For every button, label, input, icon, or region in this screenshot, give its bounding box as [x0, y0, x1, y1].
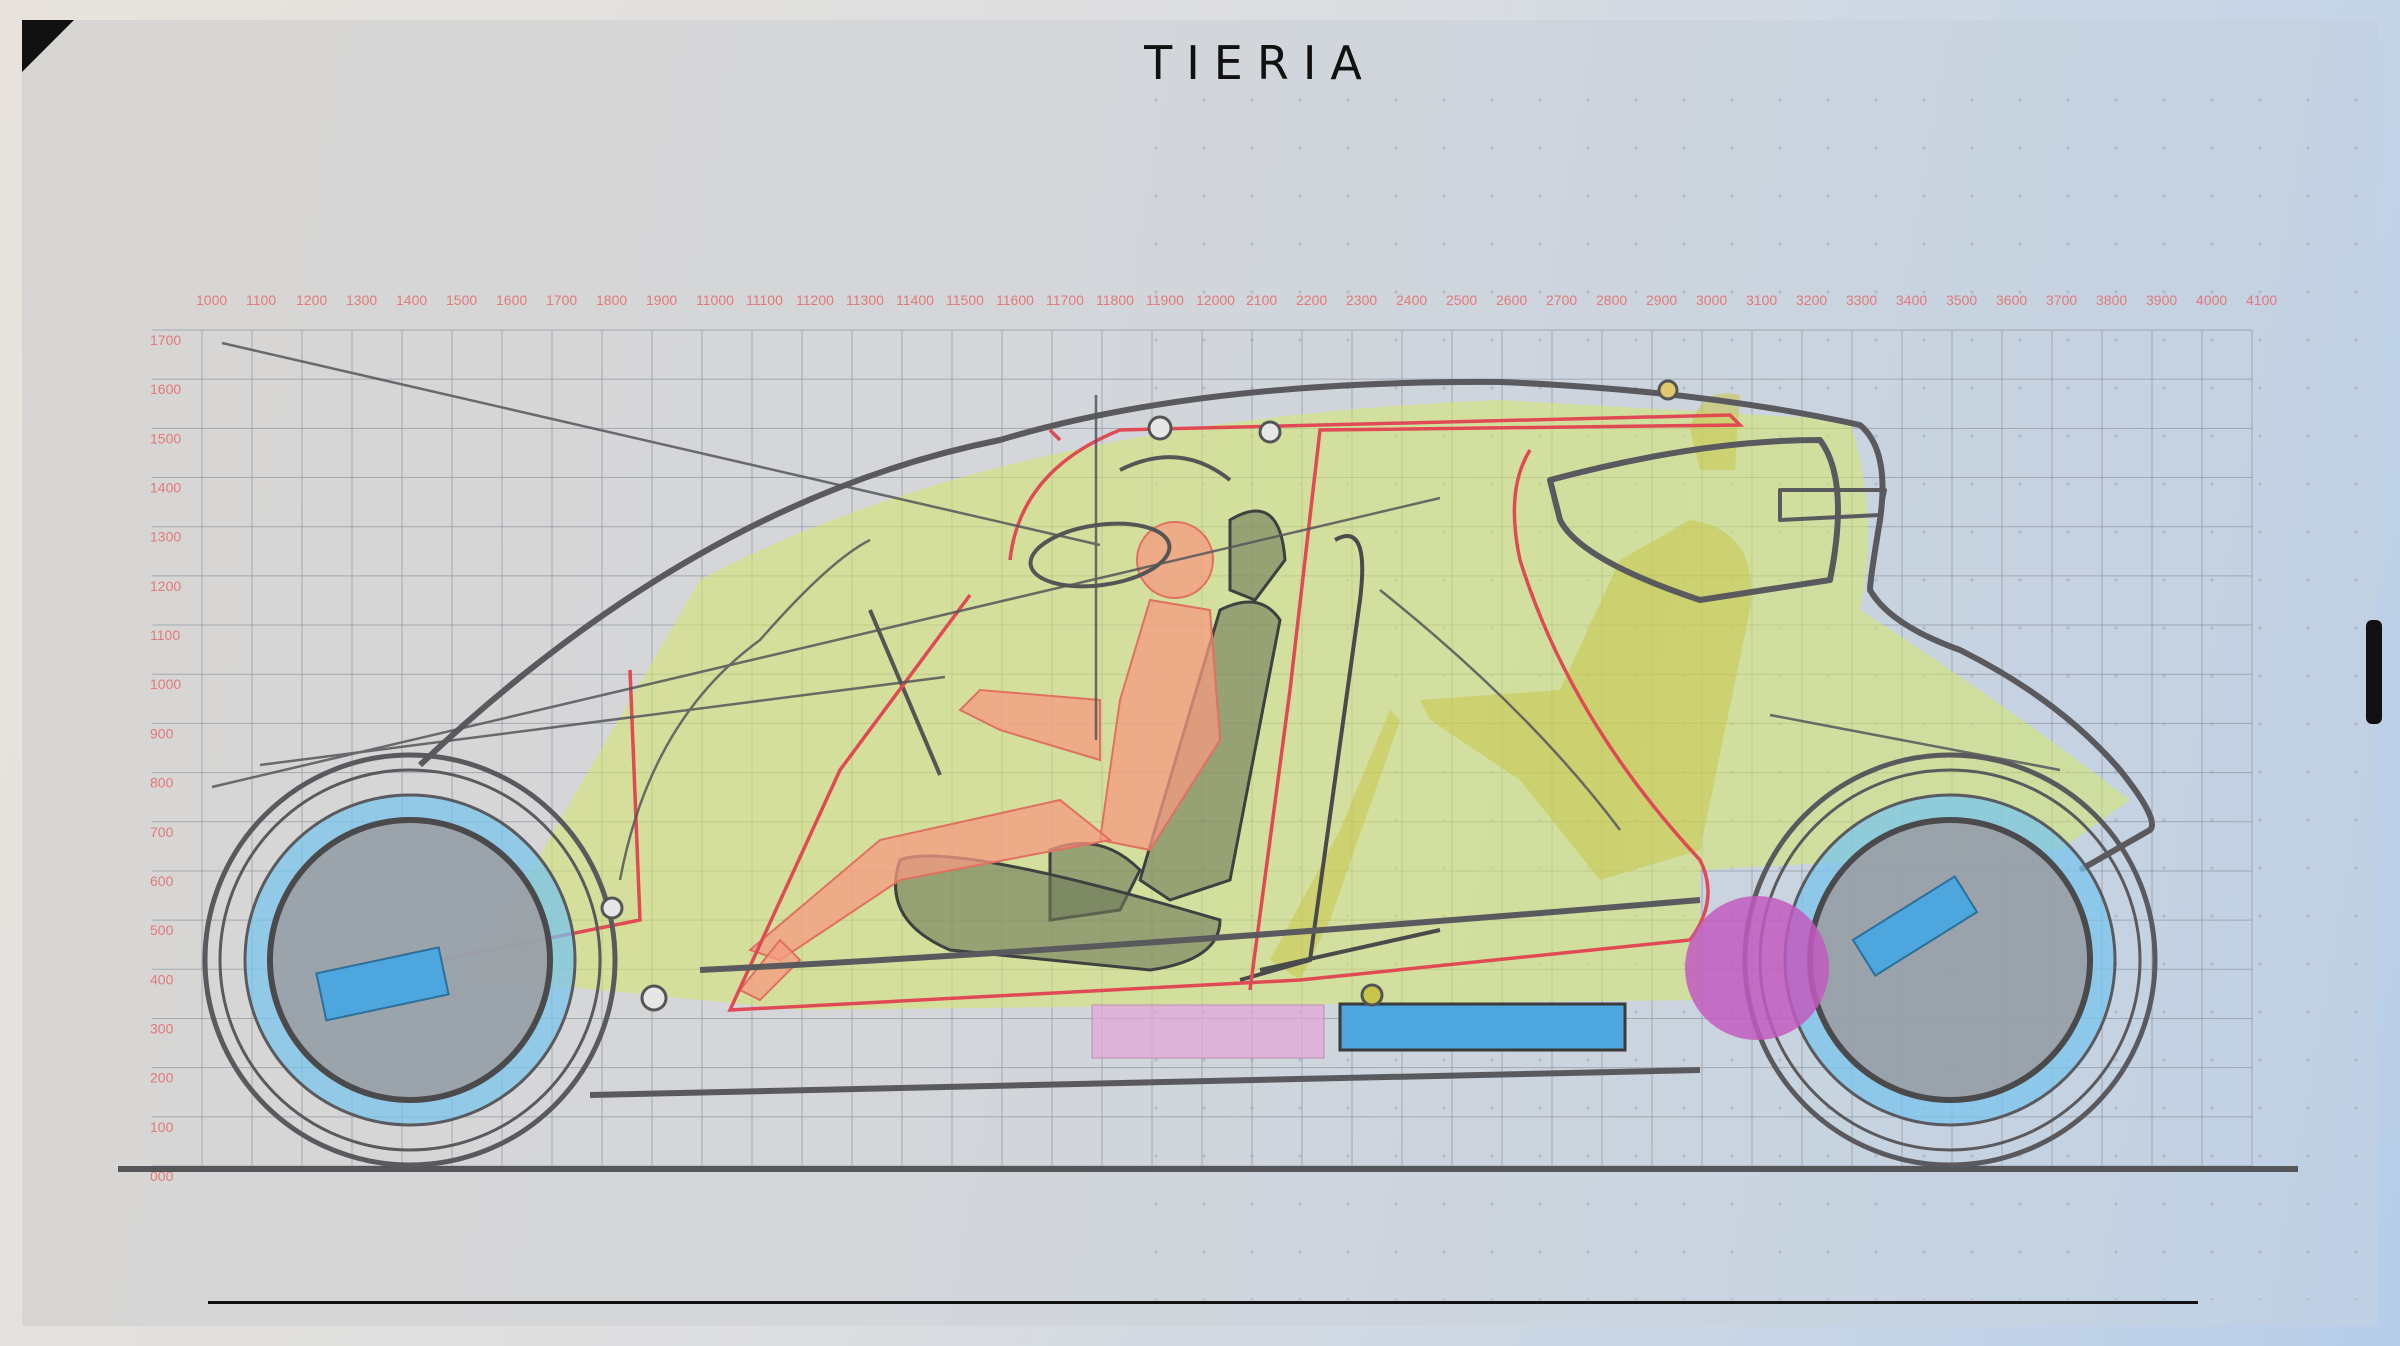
y-tick-label: 300: [150, 1020, 174, 1036]
x-tick-label: 3800: [2096, 292, 2127, 308]
x-tick-label: 3400: [1896, 292, 1927, 308]
rear-wheel: [1742, 752, 2158, 1168]
x-tick-label: 1200: [296, 292, 327, 308]
x-tick-label: 3600: [1996, 292, 2027, 308]
y-tick-label: 1500: [150, 430, 181, 446]
x-scale: 1000 1100 1200 1300 1400 1500 1600 1700 1800 1900…: [196, 292, 2277, 308]
bottom-rule: [208, 1301, 2198, 1304]
y-scale: 1700 1600 1500 1400 1300 1200 1100 1000 900 800 70…: [150, 332, 181, 1184]
storage-box: [1091, 1004, 1325, 1059]
y-tick-label: 1700: [150, 332, 181, 348]
x-tick-label: 1900: [646, 292, 677, 308]
x-tick-label: 1700: [546, 292, 577, 308]
x-tick-label: 2400: [1396, 292, 1427, 308]
y-tick-label: 200: [150, 1070, 174, 1086]
driver-manikin: [738, 521, 1222, 1002]
x-tick-label: 12000: [1196, 292, 1235, 308]
rear-motor: [1685, 896, 1829, 1040]
x-tick-label: 1500: [446, 292, 477, 308]
rear-seat: [1239, 534, 1441, 982]
x-tick-label: 11200: [796, 292, 834, 308]
x-tick-label: 4100: [2246, 292, 2277, 308]
y-tick-label: 1000: [150, 676, 181, 692]
x-tick-label: 3100: [1746, 292, 1777, 308]
rear-passenger: [1270, 393, 1752, 980]
x-tick-label: 1300: [346, 292, 377, 308]
x-tick-label: 1800: [596, 292, 627, 308]
x-tick-label: 11300: [846, 292, 884, 308]
y-tick-label: 1300: [150, 529, 181, 545]
x-tick-label: 11700: [1046, 292, 1084, 308]
x-tick-label: 11500: [946, 292, 984, 308]
y-tick-label: 500: [150, 922, 174, 938]
x-tick-label: 11100: [746, 292, 783, 308]
x-tick-label: 2100: [1246, 292, 1277, 308]
y-tick-label: 800: [150, 775, 174, 791]
y-tick-label: 1600: [150, 381, 181, 397]
x-tick-label: 3500: [1946, 292, 1977, 308]
x-tick-label: 2800: [1596, 292, 1627, 308]
x-tick-label: 11800: [1096, 292, 1134, 308]
x-tick-label: 2600: [1496, 292, 1527, 308]
x-tick-label: 1600: [496, 292, 527, 308]
x-tick-label: 2900: [1646, 292, 1677, 308]
y-tick-label: 100: [150, 1119, 174, 1135]
x-tick-label: 2500: [1446, 292, 1477, 308]
joint-markers: [600, 379, 1679, 1012]
corner-triangle-icon: [22, 20, 74, 72]
y-tick-label: 600: [150, 873, 174, 889]
x-tick-label: 1000: [196, 292, 227, 308]
x-tick-label: 3300: [1846, 292, 1877, 308]
x-tick-label: 2300: [1346, 292, 1377, 308]
x-tick-label: 2200: [1296, 292, 1327, 308]
x-tick-label: 11000: [696, 292, 734, 308]
sketch-lines: [211, 341, 2061, 881]
y-tick-label: 700: [150, 824, 174, 840]
front-wheel: [202, 752, 618, 1168]
x-tick-label: 3200: [1796, 292, 1827, 308]
x-tick-label: 4000: [2196, 292, 2227, 308]
x-tick-label: 3000: [1696, 292, 1727, 308]
y-tick-label: 1100: [150, 627, 180, 643]
battery-pack: [1338, 1002, 1627, 1052]
x-tick-label: 3700: [2046, 292, 2077, 308]
x-tick-label: 11900: [1146, 292, 1184, 308]
body-outline: [417, 378, 2155, 1098]
x-tick-label: 3900: [2146, 292, 2177, 308]
y-tick-label: 1400: [150, 480, 181, 496]
y-tick-label: 900: [150, 725, 174, 741]
x-tick-label: 1400: [396, 292, 427, 308]
x-tick-label: 1100: [246, 292, 276, 308]
y-tick-label: 400: [150, 971, 174, 987]
x-tick-label: 2700: [1546, 292, 1577, 308]
x-tick-label: 11600: [996, 292, 1034, 308]
x-tick-label: 11400: [896, 292, 934, 308]
y-tick-label: 1200: [150, 578, 181, 594]
scrollbar[interactable]: [2366, 620, 2382, 724]
